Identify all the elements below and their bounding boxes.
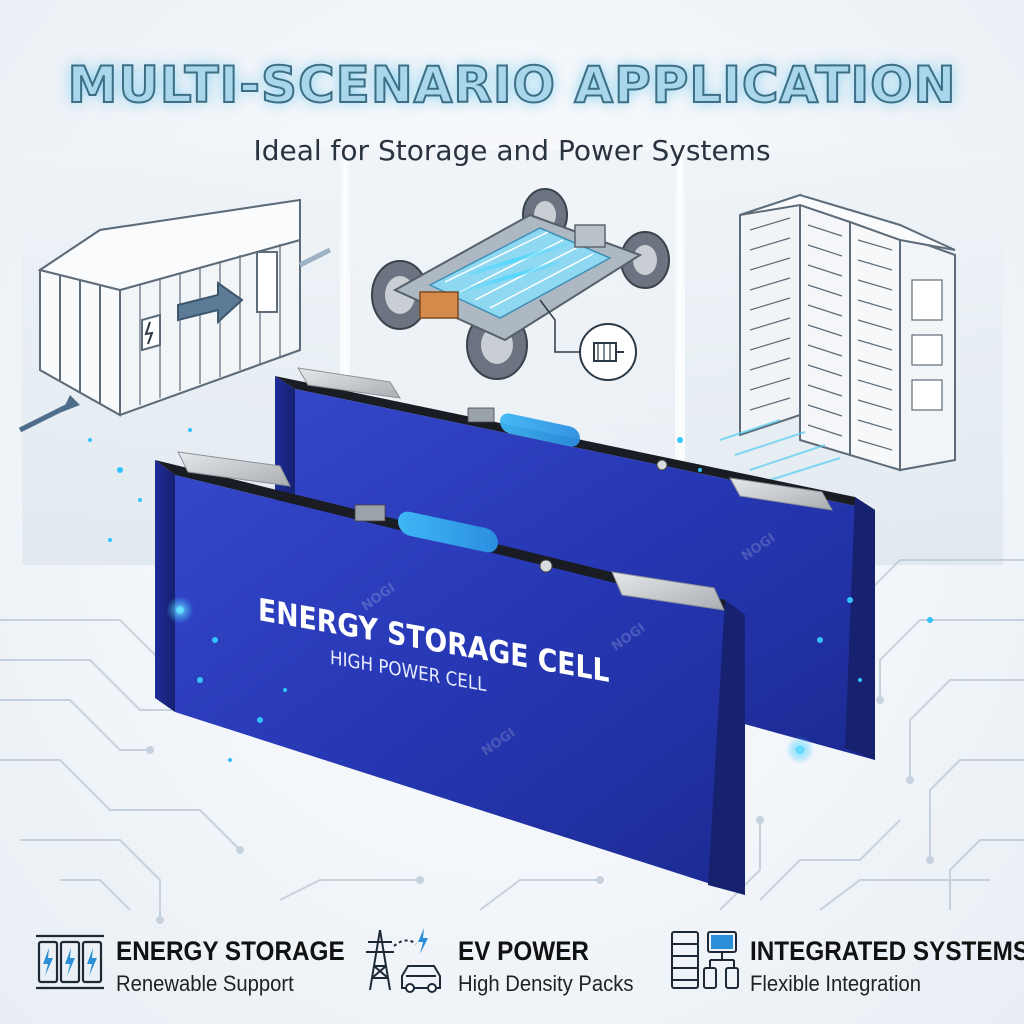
server-rack-icon <box>739 193 956 472</box>
battery-cell-front <box>155 451 745 895</box>
feature-integrated-systems: INTEGRATED SYSTEMS Flexible Integration <box>750 936 1024 997</box>
arrow-in-icon <box>18 402 72 433</box>
arrow-in-head <box>62 395 80 412</box>
feature-subtitle: Renewable Support <box>116 971 294 996</box>
feature-energy-storage: ENERGY STORAGE Renewable Support <box>116 936 370 997</box>
network-devices-icon <box>671 931 739 989</box>
feature-bar: ENERGY STORAGE Renewable Support EV POWE… <box>0 916 1024 1012</box>
motor-icon <box>579 323 637 381</box>
power-tower-car-icon <box>366 928 441 993</box>
page-subtitle: Ideal for Storage and Power Systems <box>253 134 771 167</box>
data-streams <box>719 419 841 481</box>
glow-halo <box>166 596 194 624</box>
shipping-container-icon <box>37 198 301 417</box>
feature-title: ENERGY STORAGE <box>116 936 345 966</box>
circuit-traces <box>0 559 1024 920</box>
glow-halo <box>786 736 814 764</box>
feature-ev-power: EV POWER High Density Packs <box>458 936 649 997</box>
battery-bank-icon <box>36 934 104 990</box>
feature-subtitle: Flexible Integration <box>750 971 922 996</box>
page-title: MULTI-SCENARIO APPLICATION <box>67 55 957 115</box>
ev-chassis-icon <box>371 188 670 381</box>
feature-title: INTEGRATED SYSTEMS <box>750 936 1024 966</box>
arrow-out-icon <box>298 247 332 268</box>
feature-subtitle: High Density Packs <box>458 971 634 996</box>
feature-title: EV POWER <box>458 936 589 966</box>
